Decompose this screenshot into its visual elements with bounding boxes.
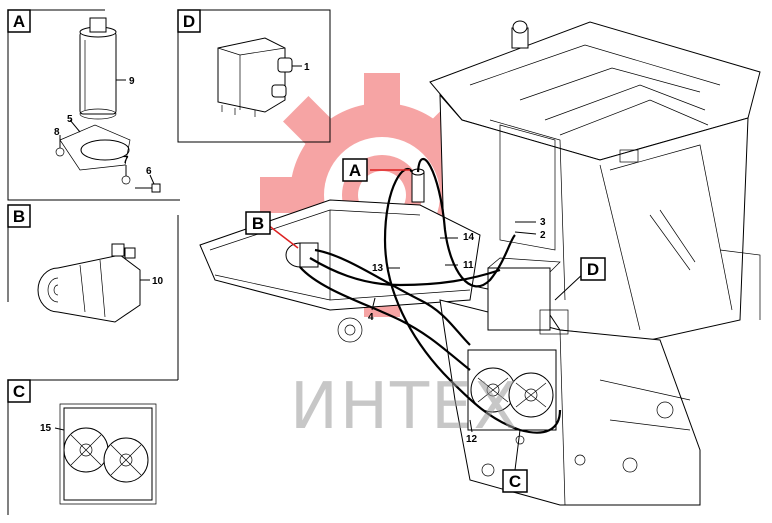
detail-panel-a: A 9 5 8 7 6 [7, 9, 180, 201]
callout-letter-c: C [509, 472, 521, 491]
watermark-text: ИНТЕХ [290, 370, 519, 444]
part-label-4: 4 [368, 312, 374, 323]
refrigerant-hoses [299, 158, 562, 434]
panel-letter-b: B [13, 207, 25, 226]
part-label-10: 10 [152, 276, 164, 287]
part-label-7: 7 [123, 155, 129, 166]
part-label-11: 11 [463, 260, 474, 271]
part-label-1: 1 [304, 62, 310, 73]
part-label-3: 3 [540, 217, 546, 228]
callout-letter-d: D [587, 260, 599, 279]
callout-letter-a: A [349, 161, 361, 180]
callout-box-a[interactable]: A [342, 158, 368, 182]
panel-letter-d: D [183, 12, 195, 31]
callout-box-c[interactable]: C [502, 469, 528, 493]
callout-leaders [267, 169, 586, 471]
part-label-15: 15 [40, 423, 52, 434]
callout-box-b[interactable]: B [245, 211, 271, 235]
part-label-14: 14 [463, 232, 475, 243]
panel-letter-c: C [13, 382, 25, 401]
detail-panel-d: D 1 [177, 9, 331, 143]
part-label-6: 6 [146, 166, 152, 177]
detail-panel-c: C 15 [7, 379, 178, 515]
part-label-2: 2 [540, 230, 546, 241]
part-label-8: 8 [54, 127, 60, 138]
panel-letter-a: A [13, 12, 25, 31]
callout-box-d[interactable]: D [580, 257, 606, 281]
detail-panel-b: B 10 [7, 204, 179, 380]
part-label-5: 5 [67, 114, 73, 125]
callout-letter-b: B [252, 214, 264, 233]
part-label-9: 9 [129, 76, 135, 87]
part-label-13: 13 [372, 263, 384, 274]
part-label-12: 12 [466, 434, 478, 445]
